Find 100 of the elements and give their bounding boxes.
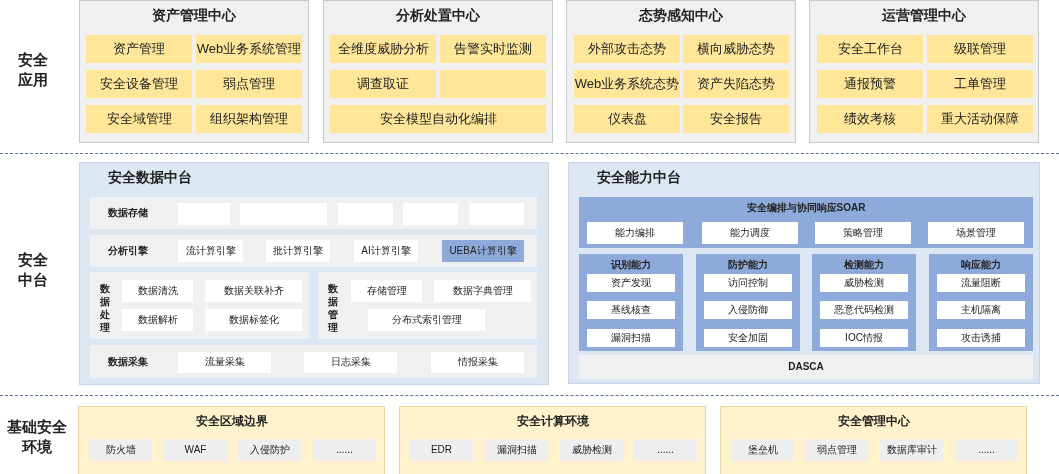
feature-box: 资产失陷态势 — [683, 70, 789, 98]
feature-box: 流量阻断 — [937, 274, 1025, 292]
feature-box: 数据清洗 — [122, 280, 193, 302]
panel-title: 资产管理中心 — [151, 7, 237, 25]
feature-box: 存储管理 — [351, 280, 422, 302]
panel-title: 安全数据中台 — [108, 169, 192, 187]
feature-box: 弱点管理 — [805, 439, 868, 461]
feature-box: 级联管理 — [927, 35, 1033, 63]
column-title: 识别能力 — [610, 258, 652, 272]
feature-box: 流计算引擎 — [178, 240, 243, 262]
feature-box: 工单管理 — [927, 70, 1033, 98]
feature-box: 流量采集 — [178, 352, 271, 373]
row-band — [90, 197, 537, 229]
feature-box: 漏洞扫描 — [485, 439, 548, 461]
feature-box: 入侵防御 — [704, 301, 792, 319]
panel-title: 分析处置中心 — [395, 7, 481, 25]
feature-box: Web业务系统态势 — [574, 70, 680, 98]
panel — [323, 0, 553, 143]
feature-box: 分布式索引管理 — [368, 309, 485, 331]
feature-box: 入侵防护 — [238, 439, 301, 461]
feature-box: WAF — [164, 439, 227, 461]
row-band — [90, 235, 537, 267]
feature-box: 通报预警 — [817, 70, 923, 98]
feature-box: 调查取证 — [330, 70, 436, 98]
feature-box: 访问控制 — [704, 274, 792, 292]
feature-box: Web业务系统管理 — [196, 35, 302, 63]
feature-box: 全维度威胁分析 — [330, 35, 436, 63]
row-title: 数据处理 — [100, 282, 111, 334]
feature-box: 资产管理 — [86, 35, 192, 63]
feature-box: UEBA计算引擎 — [442, 240, 524, 262]
feature-box: 资产发现 — [587, 274, 675, 292]
feature-box: 数据解析 — [122, 309, 193, 331]
panel — [79, 162, 549, 385]
feature-box: 仪表盘 — [574, 105, 680, 133]
feature-box: 安全域管理 — [86, 105, 192, 133]
feature-box: 数据关联补齐 — [205, 280, 302, 302]
feature-box: 日志采集 — [304, 352, 397, 373]
layer-label: 安全中台 — [17, 250, 49, 289]
feature-box: 堡垒机 — [731, 439, 794, 461]
feature-box: 数据库审计 — [880, 439, 943, 461]
feature-box: ...... — [313, 439, 376, 461]
panel — [78, 406, 385, 474]
feature-box: 基线核查 — [587, 301, 675, 319]
feature-box: 安全工作台 — [817, 35, 923, 63]
band-title: 安全编排与协同响应SOAR — [745, 201, 867, 215]
column-band — [579, 254, 683, 351]
feature-box: 漏洞扫描 — [587, 329, 675, 347]
column-title: 防护能力 — [727, 258, 769, 272]
column-band — [696, 254, 800, 351]
feature-box: 重大活动保障 — [927, 105, 1033, 133]
feature-box: 批计算引擎 — [266, 240, 330, 262]
feature-box: 能力调度 — [702, 222, 798, 244]
feature-box: 安全模型自动化编排 — [330, 105, 546, 133]
feature-box: 数据字典管理 — [434, 280, 531, 302]
column-band — [929, 254, 1033, 351]
feature-box: 能力编排 — [587, 222, 683, 244]
feature-box: 外部攻击态势 — [574, 35, 680, 63]
feature-box: 绩效考核 — [817, 105, 923, 133]
layer-label: 基础安全环境 — [6, 417, 68, 456]
feature-box: 安全报告 — [683, 105, 789, 133]
panel-title: 运营管理中心 — [881, 7, 967, 25]
feature-box: 情报采集 — [431, 352, 524, 373]
panel — [720, 406, 1027, 474]
feature-box: 策略管理 — [815, 222, 911, 244]
feature-box: 组织架构管理 — [196, 105, 302, 133]
panel — [79, 0, 309, 143]
empty-box — [440, 70, 546, 98]
panel — [566, 0, 796, 143]
panel-title: 安全能力中台 — [597, 169, 681, 187]
row-title: 数据存储 — [108, 206, 148, 220]
column-title: 响应能力 — [960, 258, 1002, 272]
feature-box: ...... — [634, 439, 697, 461]
feature-box: 告警实时监测 — [440, 35, 546, 63]
feature-box: IOC情报 — [820, 329, 908, 347]
feature-box: 威胁检测 — [560, 439, 623, 461]
feature-box: 场景管理 — [928, 222, 1024, 244]
panel — [809, 0, 1039, 143]
panel-title: 安全区域边界 — [194, 413, 269, 430]
band — [579, 197, 1033, 248]
feature-box: 主机隔离 — [937, 301, 1025, 319]
feature-box: 安全加固 — [704, 329, 792, 347]
feature-box: AI计算引擎 — [354, 240, 418, 262]
row-band — [90, 345, 537, 378]
feature-box: 威胁检测 — [820, 274, 908, 292]
feature-box: 横向威胁态势 — [683, 35, 789, 63]
feature-box: 恶意代码检测 — [820, 301, 908, 319]
layer-label: 安全应用 — [17, 50, 49, 89]
panel — [399, 406, 706, 474]
feature-box: 数据标签化 — [205, 309, 302, 331]
panel-title: 态势感知中心 — [637, 7, 724, 25]
feature-box: ...... — [955, 439, 1018, 461]
feature-box: 防火墙 — [89, 439, 152, 461]
row-title: 分析引擎 — [108, 244, 148, 258]
row-band — [90, 272, 309, 339]
column-title: 检测能力 — [843, 258, 885, 272]
panel-title: 安全管理中心 — [836, 413, 911, 430]
row-band — [318, 272, 537, 339]
base-band: DASCA — [579, 355, 1033, 379]
panel-title: 安全计算环境 — [515, 413, 590, 430]
feature-box: 攻击诱捕 — [937, 329, 1025, 347]
